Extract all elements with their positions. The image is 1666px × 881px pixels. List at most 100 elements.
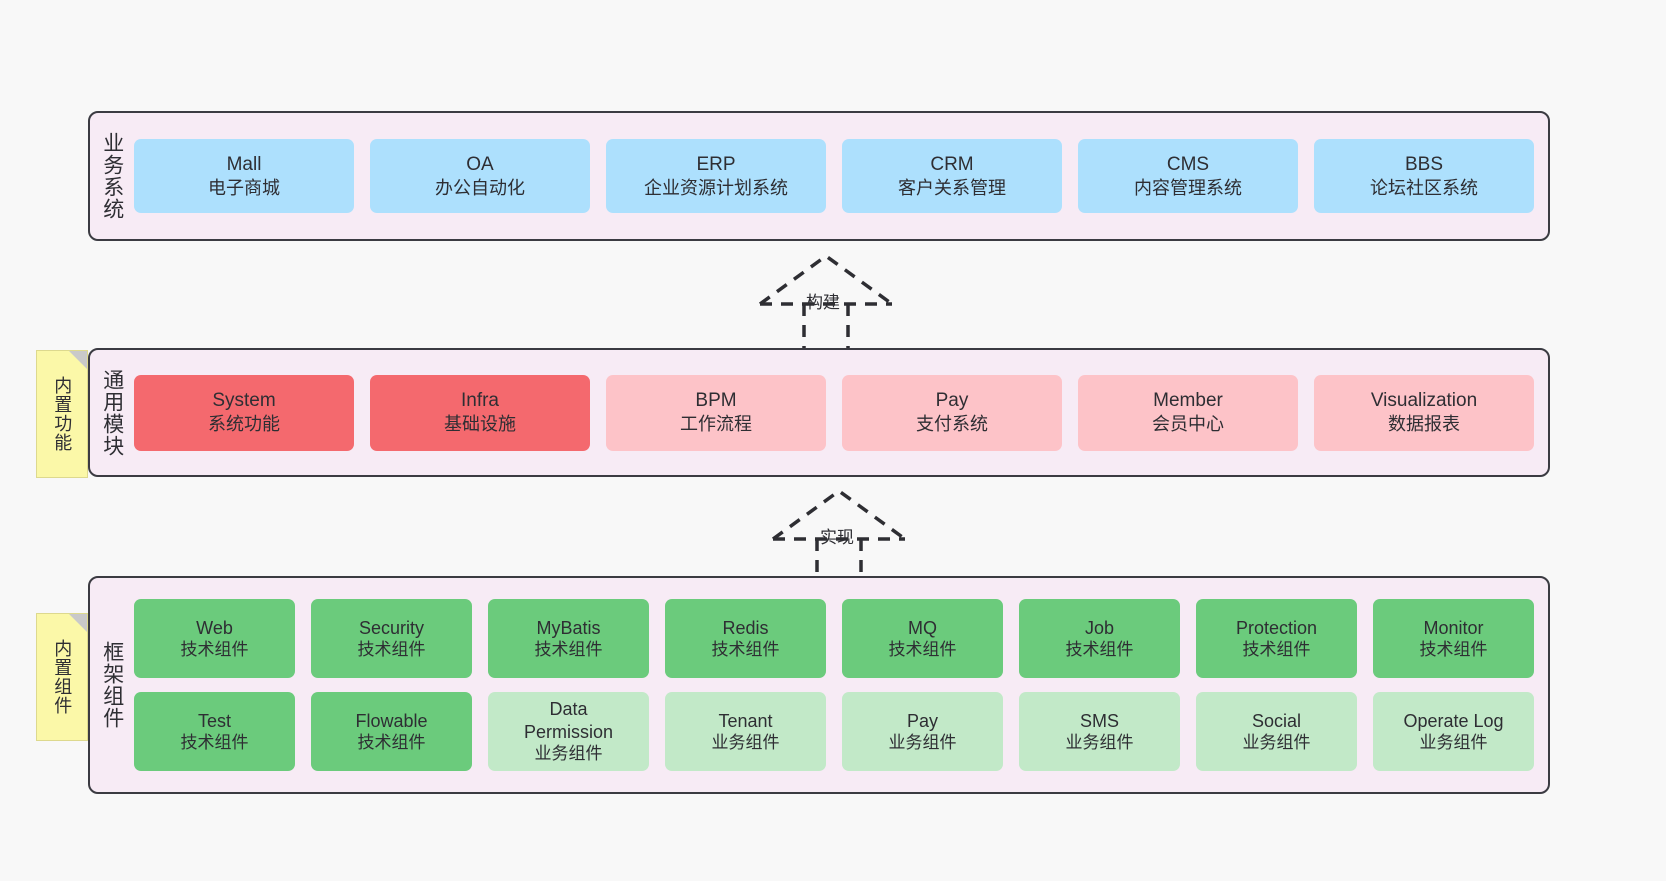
layer-body-framework-component: Web 技术组件 Security 技术组件 MyBatis 技术组件 Redi… [134, 578, 1548, 792]
card-title: Pay [935, 390, 969, 412]
framework-tech-row: Web 技术组件 Security 技术组件 MyBatis 技术组件 Redi… [134, 599, 1534, 678]
card-subtitle: 数据报表 [1388, 414, 1460, 435]
card-title: Pay [906, 710, 939, 731]
card-title: System [212, 390, 276, 412]
connector-label-build: 构建 [806, 293, 840, 312]
card-subtitle: 技术组件 [357, 733, 426, 753]
card-title: Security [358, 617, 425, 638]
card-title: Social [1251, 710, 1302, 731]
layer-body-business-system: Mall 电子商城 OA 办公自动化 ERP 企业资源计划系统 CRM 客户关系… [134, 113, 1548, 239]
common-card-row: System 系统功能 Infra 基础设施 BPM 工作流程 Pay 支付系统… [134, 374, 1534, 451]
card-subtitle: 支付系统 [916, 414, 988, 435]
card-title: MyBatis [536, 617, 601, 638]
layer-title-framework-component: 框架组件 [100, 641, 124, 729]
card-title: Tenant [718, 710, 773, 731]
card-title: Data Permission [523, 699, 614, 742]
card-sms[interactable]: SMS 业务组件 [1019, 692, 1180, 771]
card-subtitle: 企业资源计划系统 [644, 177, 788, 198]
card-pay-business[interactable]: Pay 业务组件 [842, 692, 1003, 771]
framework-business-row: Test 技术组件 Flowable 技术组件 Data Permission … [134, 692, 1534, 771]
card-title: Mall [226, 153, 262, 175]
note-builtin-component: 内置组件 [36, 613, 88, 741]
card-subtitle: 技术组件 [1242, 640, 1311, 660]
card-mq[interactable]: MQ 技术组件 [842, 599, 1003, 678]
card-data-permission[interactable]: Data Permission 业务组件 [488, 692, 649, 771]
card-subtitle: 业务组件 [888, 733, 957, 753]
layer-body-common-module: System 系统功能 Infra 基础设施 BPM 工作流程 Pay 支付系统… [134, 350, 1548, 475]
card-social[interactable]: Social 业务组件 [1196, 692, 1357, 771]
card-title: OA [466, 153, 494, 175]
layer-common-module: 通用模块 System 系统功能 Infra 基础设施 BPM 工作流程 Pay… [88, 348, 1550, 477]
card-subtitle: 技术组件 [888, 640, 957, 660]
business-card-row: Mall 电子商城 OA 办公自动化 ERP 企业资源计划系统 CRM 客户关系… [134, 139, 1534, 213]
card-subtitle: 内容管理系统 [1134, 177, 1242, 198]
card-title: Member [1153, 390, 1223, 412]
card-bpm[interactable]: BPM 工作流程 [606, 374, 826, 451]
card-title: SMS [1079, 710, 1119, 731]
card-subtitle: 客户关系管理 [898, 177, 1006, 198]
layer-framework-component: 框架组件 Web 技术组件 Security 技术组件 MyBatis 技术组件… [88, 576, 1550, 794]
card-erp[interactable]: ERP 企业资源计划系统 [606, 139, 826, 213]
card-subtitle: 业务组件 [1419, 733, 1488, 753]
card-title: Web [196, 617, 233, 638]
card-mall[interactable]: Mall 电子商城 [134, 139, 354, 213]
card-mybatis[interactable]: MyBatis 技术组件 [488, 599, 649, 678]
card-subtitle: 技术组件 [180, 733, 249, 753]
card-flowable[interactable]: Flowable 技术组件 [311, 692, 472, 771]
card-title: CMS [1166, 153, 1210, 175]
card-visualization[interactable]: Visualization 数据报表 [1314, 374, 1534, 451]
note-builtin-feature: 内置功能 [36, 350, 88, 478]
card-subtitle: 技术组件 [534, 640, 603, 660]
card-oa[interactable]: OA 办公自动化 [370, 139, 590, 213]
card-redis[interactable]: Redis 技术组件 [665, 599, 826, 678]
card-subtitle: 办公自动化 [435, 177, 525, 198]
note-builtin-feature-label: 内置功能 [52, 376, 73, 452]
layer-business-system: 业务系统 Mall 电子商城 OA 办公自动化 ERP 企业资源计划系统 CRM… [88, 111, 1550, 241]
card-subtitle: 技术组件 [180, 640, 249, 660]
card-member[interactable]: Member 会员中心 [1078, 374, 1298, 451]
card-title: CRM [930, 153, 974, 175]
card-subtitle: 技术组件 [1065, 640, 1134, 660]
card-title: Flowable [355, 710, 428, 731]
layer-title-common-module: 通用模块 [100, 368, 124, 457]
card-subtitle: 会员中心 [1152, 414, 1224, 435]
card-protection[interactable]: Protection 技术组件 [1196, 599, 1357, 678]
card-bbs[interactable]: BBS 论坛社区系统 [1314, 139, 1534, 213]
card-title: ERP [696, 153, 736, 175]
card-operate-log[interactable]: Operate Log 业务组件 [1373, 692, 1534, 771]
card-cms[interactable]: CMS 内容管理系统 [1078, 139, 1298, 213]
card-subtitle: 业务组件 [1065, 733, 1134, 753]
card-pay[interactable]: Pay 支付系统 [842, 374, 1062, 451]
card-crm[interactable]: CRM 客户关系管理 [842, 139, 1062, 213]
card-subtitle: 技术组件 [357, 640, 426, 660]
card-title: Visualization [1370, 390, 1478, 412]
card-subtitle: 论坛社区系统 [1370, 177, 1478, 198]
card-test[interactable]: Test 技术组件 [134, 692, 295, 771]
card-subtitle: 系统功能 [208, 414, 280, 435]
card-title: Test [197, 710, 231, 731]
card-subtitle: 电子商城 [208, 177, 280, 198]
card-job[interactable]: Job 技术组件 [1019, 599, 1180, 678]
card-system[interactable]: System 系统功能 [134, 374, 354, 451]
card-subtitle: 技术组件 [711, 640, 780, 660]
card-subtitle: 业务组件 [534, 744, 603, 764]
card-subtitle: 业务组件 [711, 733, 780, 753]
card-subtitle: 工作流程 [680, 414, 752, 435]
card-title: Infra [460, 390, 500, 412]
card-title: Operate Log [1403, 710, 1504, 731]
card-subtitle: 基础设施 [444, 414, 516, 435]
card-tenant[interactable]: Tenant 业务组件 [665, 692, 826, 771]
card-infra[interactable]: Infra 基础设施 [370, 374, 590, 451]
card-security[interactable]: Security 技术组件 [311, 599, 472, 678]
card-web[interactable]: Web 技术组件 [134, 599, 295, 678]
card-monitor[interactable]: Monitor 技术组件 [1373, 599, 1534, 678]
card-title: Monitor [1423, 617, 1484, 638]
card-title: Protection [1235, 617, 1318, 638]
note-builtin-component-label: 内置组件 [52, 639, 73, 715]
card-title: MQ [908, 617, 937, 638]
connector-label-implement: 实现 [820, 528, 854, 547]
card-title: BPM [695, 390, 737, 412]
card-title: BBS [1404, 153, 1444, 175]
card-title: Redis [722, 617, 769, 638]
